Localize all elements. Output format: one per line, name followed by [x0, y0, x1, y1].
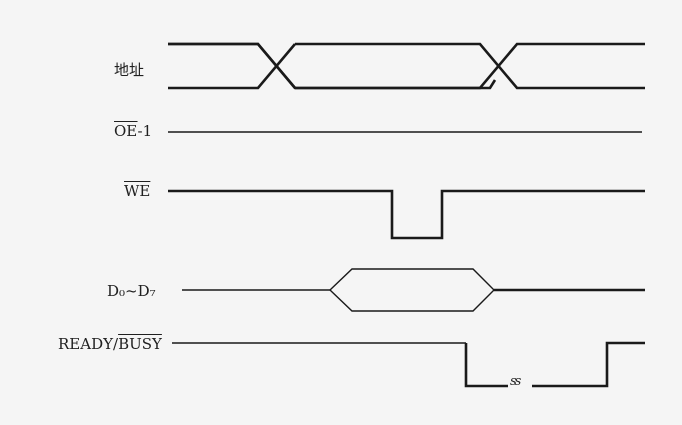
data-bus-label: D₀~D₇	[107, 282, 156, 300]
address-wave-mid-bottom	[295, 42, 645, 90]
address-label: 地址	[114, 61, 145, 79]
address-wave-lower-a	[168, 43, 296, 90]
address-wave-upper	[168, 42, 497, 90]
address-wave-upper-a	[168, 42, 296, 89]
oe-label-suffix: -1	[137, 122, 153, 140]
data-wave-valid-bottom	[329, 289, 495, 312]
oe-label: OE-1	[114, 122, 152, 140]
address-wave-mid-top	[295, 42, 645, 90]
break-mark: ss	[510, 374, 521, 389]
ready-busy-label: READY/BUSY	[58, 335, 162, 353]
oe-label-bar: OE	[114, 122, 138, 140]
ready-label-plain: READY/	[58, 335, 119, 353]
ready-wave-busy	[464, 343, 508, 388]
we-wave	[168, 189, 645, 240]
data-wave-valid-top	[329, 268, 495, 291]
busy-label-bar: BUSY	[118, 335, 162, 353]
we-label-bar: WE	[124, 182, 151, 200]
we-label: WE	[124, 182, 150, 200]
ready-wave-return	[532, 341, 645, 388]
